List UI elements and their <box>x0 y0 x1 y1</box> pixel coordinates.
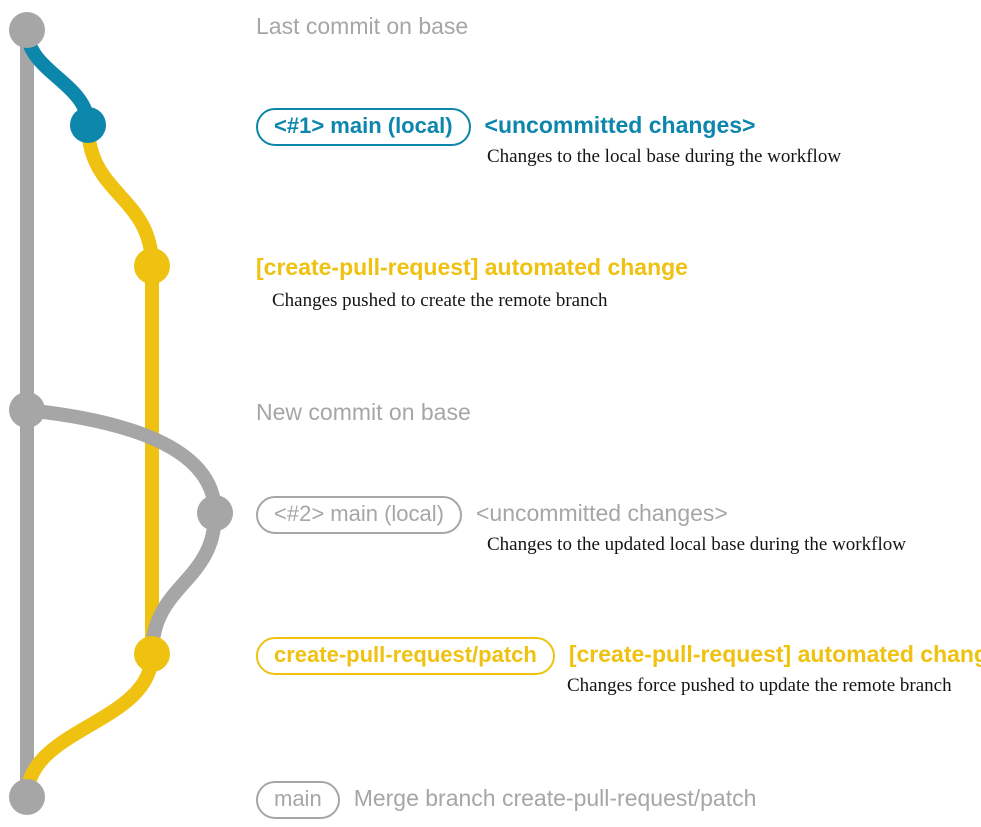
node-remote-branch-created[interactable] <box>134 248 170 284</box>
node-merge-commit[interactable] <box>9 779 45 815</box>
branch-badge-create-pull-request-patch[interactable]: create-pull-request/patch <box>256 637 555 675</box>
edge-remote2-to-merge <box>20 647 159 804</box>
commit-row-local-1: <#1> main (local) <uncommitted changes> <box>256 108 756 146</box>
node-last-commit-on-base[interactable] <box>9 12 45 48</box>
commit-subject-remote-1: [create-pull-request] automated change <box>256 254 688 280</box>
commit-subject-new-commit-on-base: New commit on base <box>256 399 471 425</box>
commit-nodes <box>9 12 233 815</box>
commit-note-local-1: Changes to the local base during the wor… <box>487 146 842 167</box>
branch-badge-main-local-2[interactable]: <#2> main (local) <box>256 496 462 534</box>
node-local-working-copy-2[interactable] <box>197 495 233 531</box>
node-new-commit-on-base[interactable] <box>9 392 45 428</box>
commit-row-merge: main Merge branch create-pull-request/pa… <box>256 781 756 819</box>
commit-subject-remote-2: [create-pull-request] automated change <box>568 641 981 667</box>
commit-subject-local-1: <uncommitted changes> <box>484 112 756 138</box>
commit-note-local-2: Changes to the updated local base during… <box>487 534 906 555</box>
branch-badge-main[interactable]: main <box>256 781 340 819</box>
edge-basenew-to-local2 <box>20 403 222 520</box>
edge-local2-to-remote2 <box>145 506 222 661</box>
node-local-working-copy-1[interactable] <box>70 107 106 143</box>
commit-subject-merge: Merge branch create-pull-request/patch <box>353 785 757 811</box>
edge-local1-to-remote1 <box>81 118 159 273</box>
commit-subject-last-commit-on-base: Last commit on base <box>256 13 469 39</box>
commit-subject-local-2: <uncommitted changes> <box>475 500 728 526</box>
commit-row-remote-2: create-pull-request/patch [create-pull-r… <box>256 637 981 675</box>
branch-badge-main-local-1[interactable]: <#1> main (local) <box>256 108 471 146</box>
commit-note-remote-1: Changes pushed to create the remote bran… <box>272 290 608 311</box>
commit-note-remote-2: Changes force pushed to update the remot… <box>567 675 952 696</box>
node-remote-branch-updated[interactable] <box>134 636 170 672</box>
commit-row-local-2: <#2> main (local) <uncommitted changes> <box>256 496 728 534</box>
